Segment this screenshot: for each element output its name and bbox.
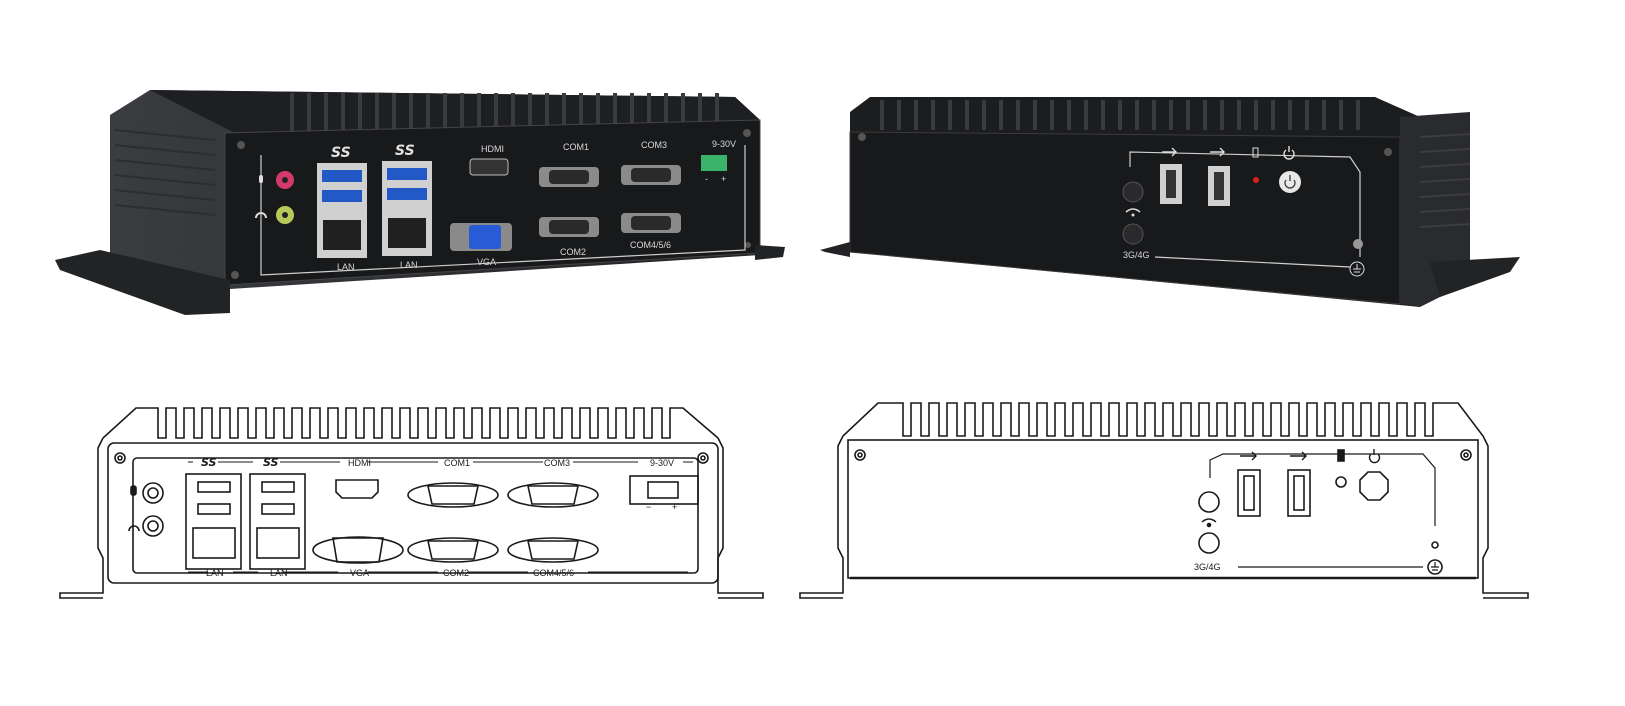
microphone-icon [130, 485, 137, 496]
usb-icon [1240, 451, 1257, 461]
ground-screw[interactable] [1353, 239, 1363, 249]
ground-icon [1349, 261, 1365, 277]
vga-port[interactable] [312, 536, 404, 564]
usb-icon [1162, 147, 1177, 157]
com456-port[interactable] [621, 213, 681, 233]
heatsink-fins [102, 407, 719, 439]
com1-port[interactable] [539, 167, 599, 187]
hdmi-port[interactable] [335, 479, 379, 499]
antenna-label: 3G/4G [1123, 250, 1150, 260]
usb3-logo-1: SS [201, 456, 217, 469]
power-minus: - [705, 174, 708, 184]
vga-label: VGA [477, 257, 496, 267]
antenna-hole-1[interactable] [1122, 181, 1144, 203]
lan2-label: LAN [270, 568, 288, 578]
hdd-led [1253, 177, 1259, 183]
com3-label: COM3 [544, 458, 570, 468]
usb-lan-stack-2[interactable] [249, 473, 306, 570]
com456-label: COM4/5/6 [630, 240, 671, 250]
usb-lan-stack-1[interactable] [317, 163, 367, 258]
mic-jack[interactable] [142, 482, 164, 504]
headphone-icon [255, 212, 267, 219]
power-plus: + [721, 174, 726, 184]
hdmi-port[interactable] [469, 158, 509, 176]
heatsink-fins [290, 93, 719, 131]
com1-label: COM1 [563, 142, 589, 152]
hdd-icon [1252, 147, 1259, 158]
com1-port[interactable] [407, 482, 499, 508]
com1-label: COM1 [444, 458, 470, 468]
headphone-jack[interactable] [142, 515, 164, 537]
vga-label: VGA [350, 568, 369, 578]
usb3-logo-2: SS [263, 456, 279, 469]
microphone-icon [259, 175, 263, 183]
ground-screw[interactable] [1431, 541, 1439, 549]
front-photo: 3G/4G [820, 92, 1525, 317]
hdmi-label: HDMI [348, 458, 371, 468]
usb-port-2[interactable] [1208, 166, 1230, 206]
power-terminal[interactable] [629, 475, 699, 505]
com2-port[interactable] [539, 217, 599, 237]
headphone-icon [128, 525, 140, 532]
com456-port[interactable] [507, 537, 599, 563]
hdmi-label: HDMI [481, 144, 504, 154]
usb-lan-stack-2[interactable] [382, 161, 432, 256]
power-icon [1283, 146, 1295, 160]
lan2-label: LAN [400, 260, 418, 270]
antenna-hole-2[interactable] [1198, 532, 1220, 554]
usb-icon [1210, 147, 1225, 157]
heatsink-fins [842, 402, 1484, 437]
power-in-label: 9-30V [712, 139, 736, 149]
power-plus: + [672, 502, 677, 512]
heatsink-fins [880, 100, 1360, 130]
power-terminal[interactable] [701, 155, 727, 171]
wifi-icon [1201, 518, 1217, 528]
power-button[interactable] [1359, 471, 1389, 501]
power-minus: − [646, 502, 651, 512]
rear-drawing: SS SS HDMI COM1 COM3 9-30V − + LAN LAN V… [58, 398, 768, 603]
usb-icon [1290, 451, 1307, 461]
usb3-logo-1: SS [331, 145, 351, 161]
lan1-label: LAN [206, 568, 224, 578]
front-drawing: 3G/4G [798, 398, 1533, 603]
wifi-icon [1125, 208, 1141, 217]
com3-port[interactable] [621, 165, 681, 185]
antenna-hole-2[interactable] [1122, 223, 1144, 245]
usb-port-1[interactable] [1160, 164, 1182, 204]
power-in-label: 9-30V [650, 458, 674, 468]
usb3-logo-2: SS [395, 143, 415, 159]
vga-port[interactable] [450, 223, 512, 251]
rear-photo: SS SS HDMI COM1 COM3 9-30V - + LAN LAN V… [55, 85, 795, 320]
com2-label: COM2 [443, 568, 469, 578]
usb-port-2[interactable] [1287, 469, 1311, 517]
lan1-label: LAN [337, 262, 355, 272]
com3-label: COM3 [641, 140, 667, 150]
com456-label: COM4/5/6 [533, 568, 574, 578]
com3-port[interactable] [507, 482, 599, 508]
power-icon [1368, 449, 1381, 464]
antenna-label: 3G/4G [1194, 562, 1221, 572]
usb-lan-stack-1[interactable] [185, 473, 242, 570]
power-button[interactable] [1279, 171, 1301, 193]
hdd-led [1335, 476, 1347, 488]
hdd-icon [1337, 449, 1345, 462]
usb-port-1[interactable] [1237, 469, 1261, 517]
com2-port[interactable] [407, 537, 499, 563]
antenna-hole-1[interactable] [1198, 491, 1220, 513]
com2-label: COM2 [560, 247, 586, 257]
ground-icon [1427, 559, 1443, 575]
